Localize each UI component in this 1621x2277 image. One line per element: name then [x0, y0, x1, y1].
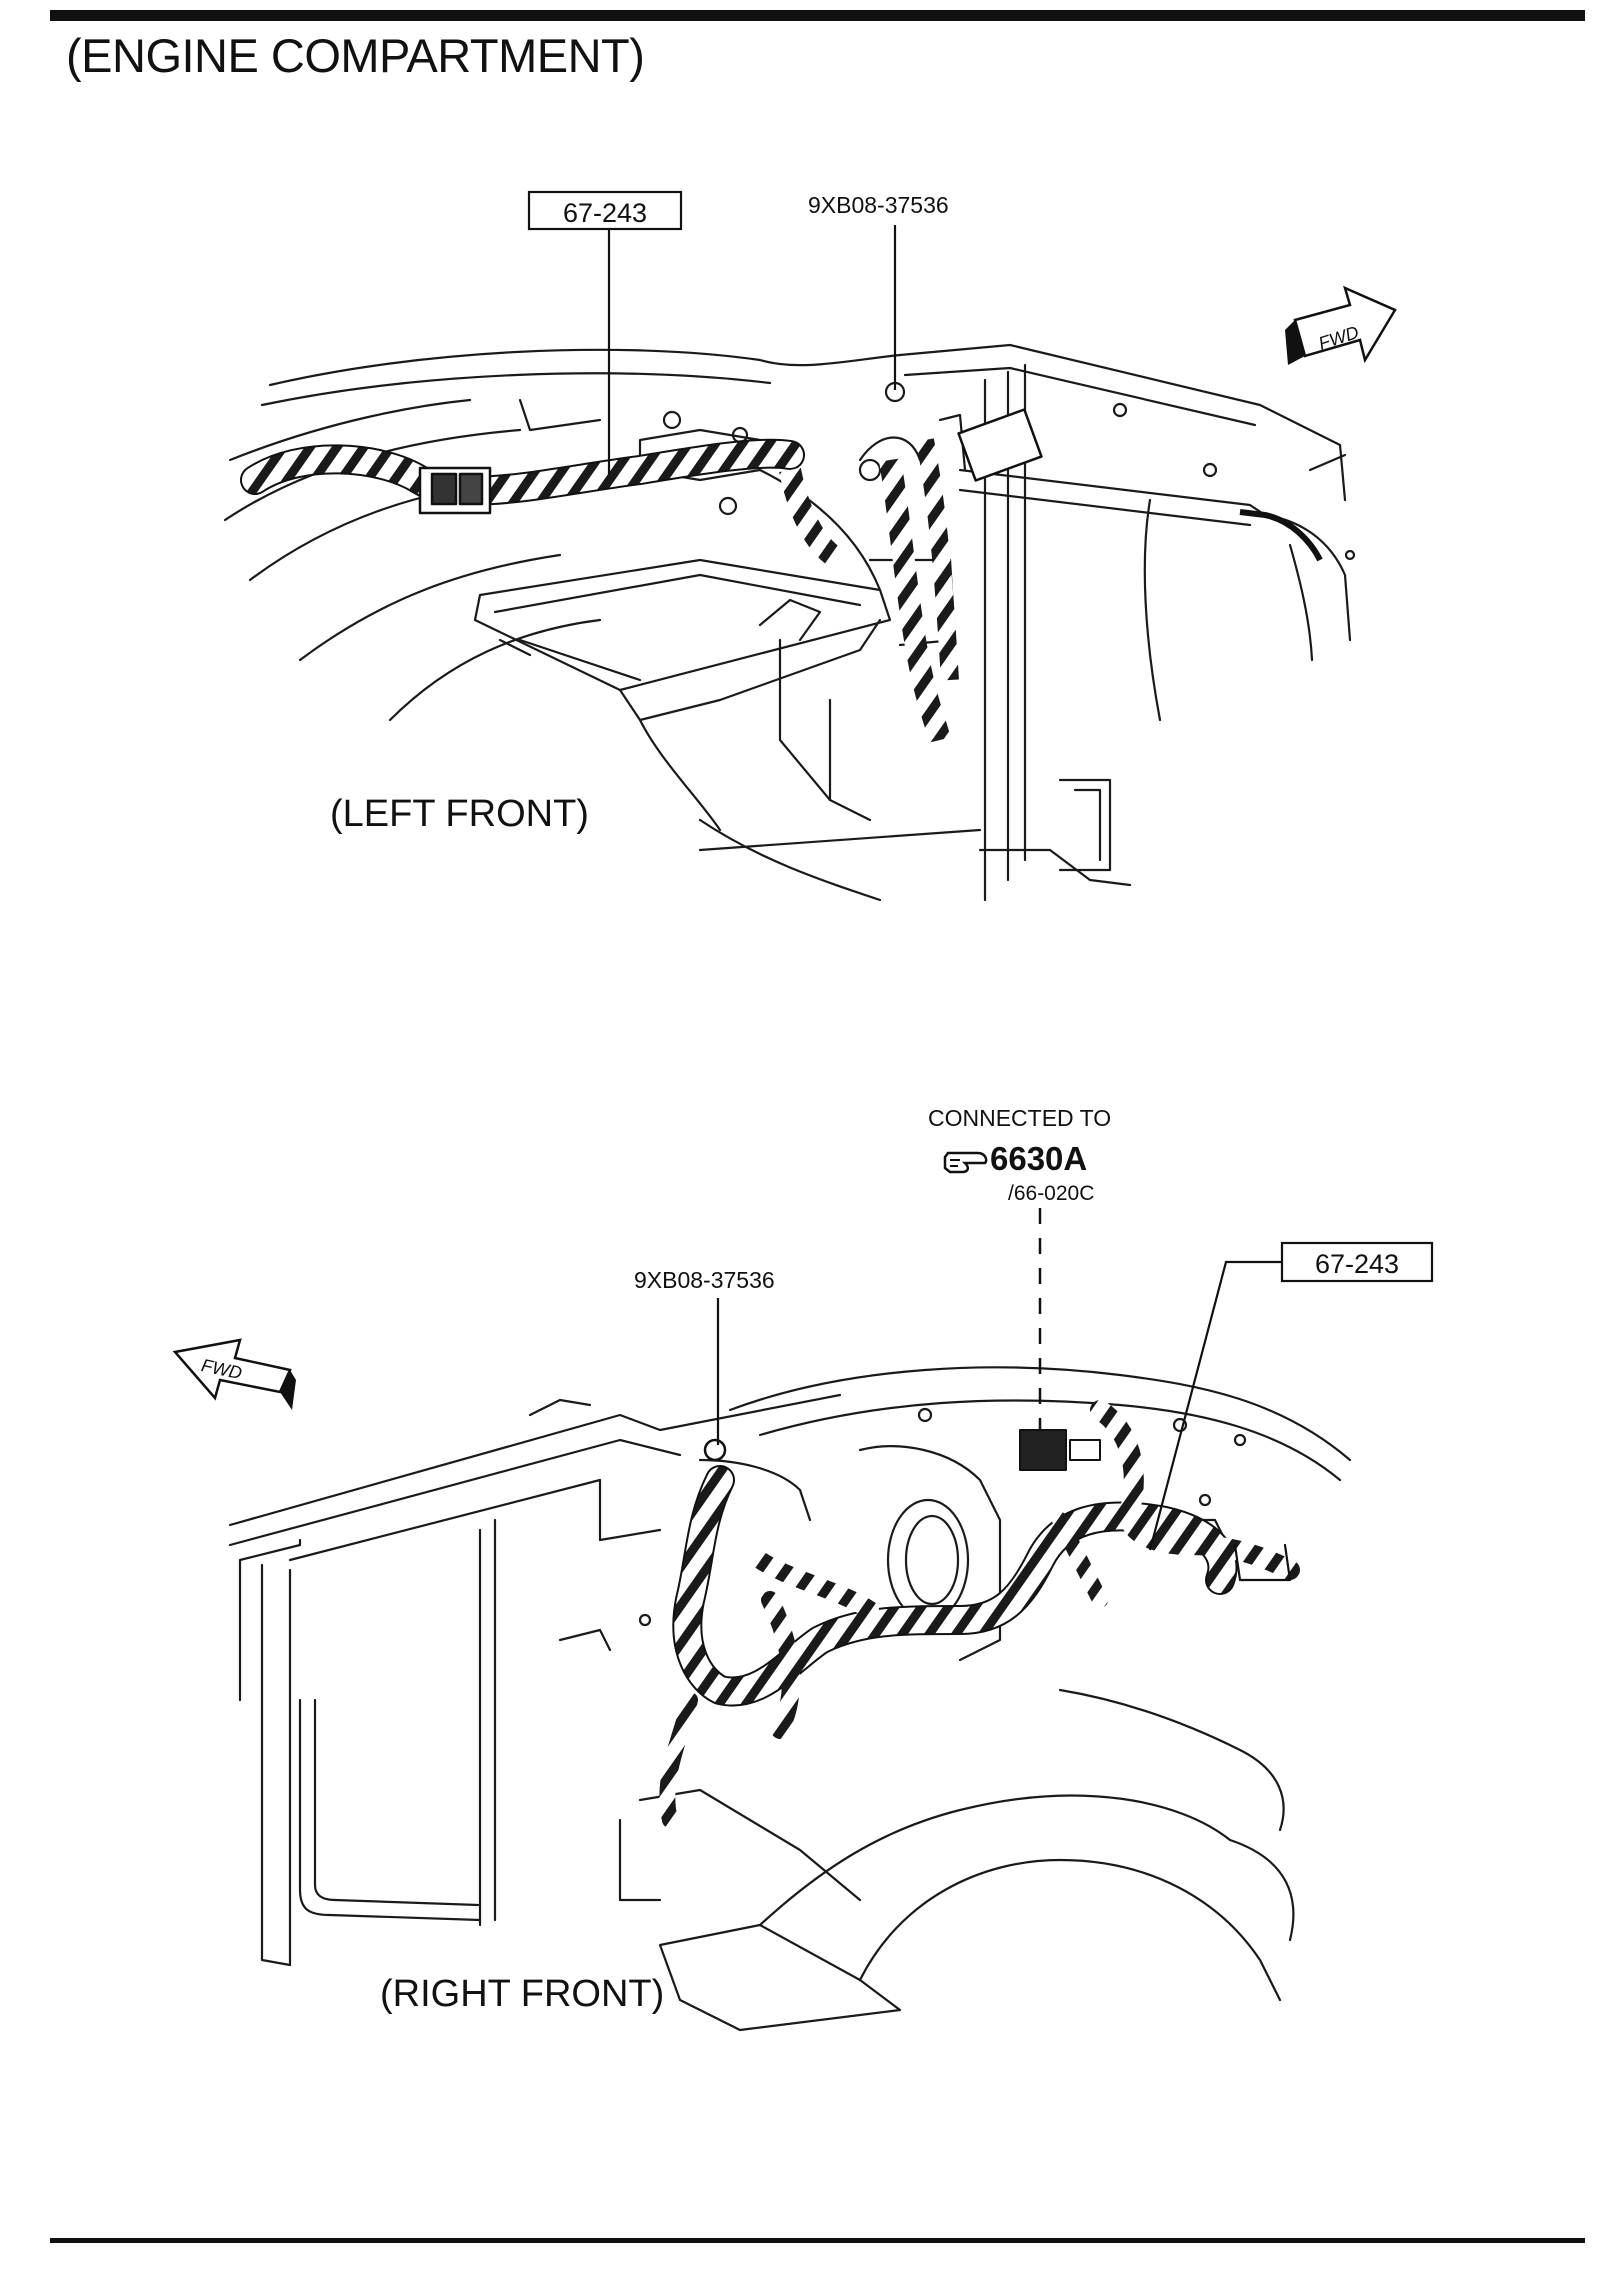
right-front-illustration [228, 1366, 1352, 2032]
left-front-harness [240, 408, 1323, 743]
right-part-ref-box [1280, 1241, 1434, 1283]
left-part-ref-box [527, 190, 683, 231]
right-part-ref-leader [1148, 1260, 1282, 1551]
left-front-caption: (LEFT FRONT) [330, 793, 589, 835]
right-bolt-ref-label: 9XB08-37536 [634, 1267, 775, 1293]
right-front-caption: (RIGHT FRONT) [380, 1973, 664, 2015]
fwd-arrow-icon: FWD [1285, 285, 1397, 365]
top-rule [50, 10, 1585, 21]
pointing-hand-icon [943, 1151, 988, 1174]
right-front-harness [659, 1400, 1300, 1828]
right-front-callouts: CONNECTED TO 6630A /66-020C 67-243 9XB08… [380, 1105, 1434, 2015]
left-front-callouts: 67-243 9XB08-37536 (LEFT FRONT) [330, 190, 949, 835]
connected-to-label: CONNECTED TO [928, 1105, 1111, 1131]
fwd-arrow-icon: FWD [172, 1338, 296, 1410]
connected-code: 6630A [990, 1140, 1087, 1177]
connected-sub-ref: /66-020C [1008, 1182, 1094, 1205]
left-bolt-ref-label: 9XB08-37536 [808, 192, 949, 218]
bottom-rule [50, 2238, 1585, 2243]
page-title: (ENGINE COMPARTMENT) [66, 29, 645, 82]
left-part-ref-label: 67-243 [563, 198, 647, 228]
right-part-ref-label: 67-243 [1315, 1249, 1399, 1279]
